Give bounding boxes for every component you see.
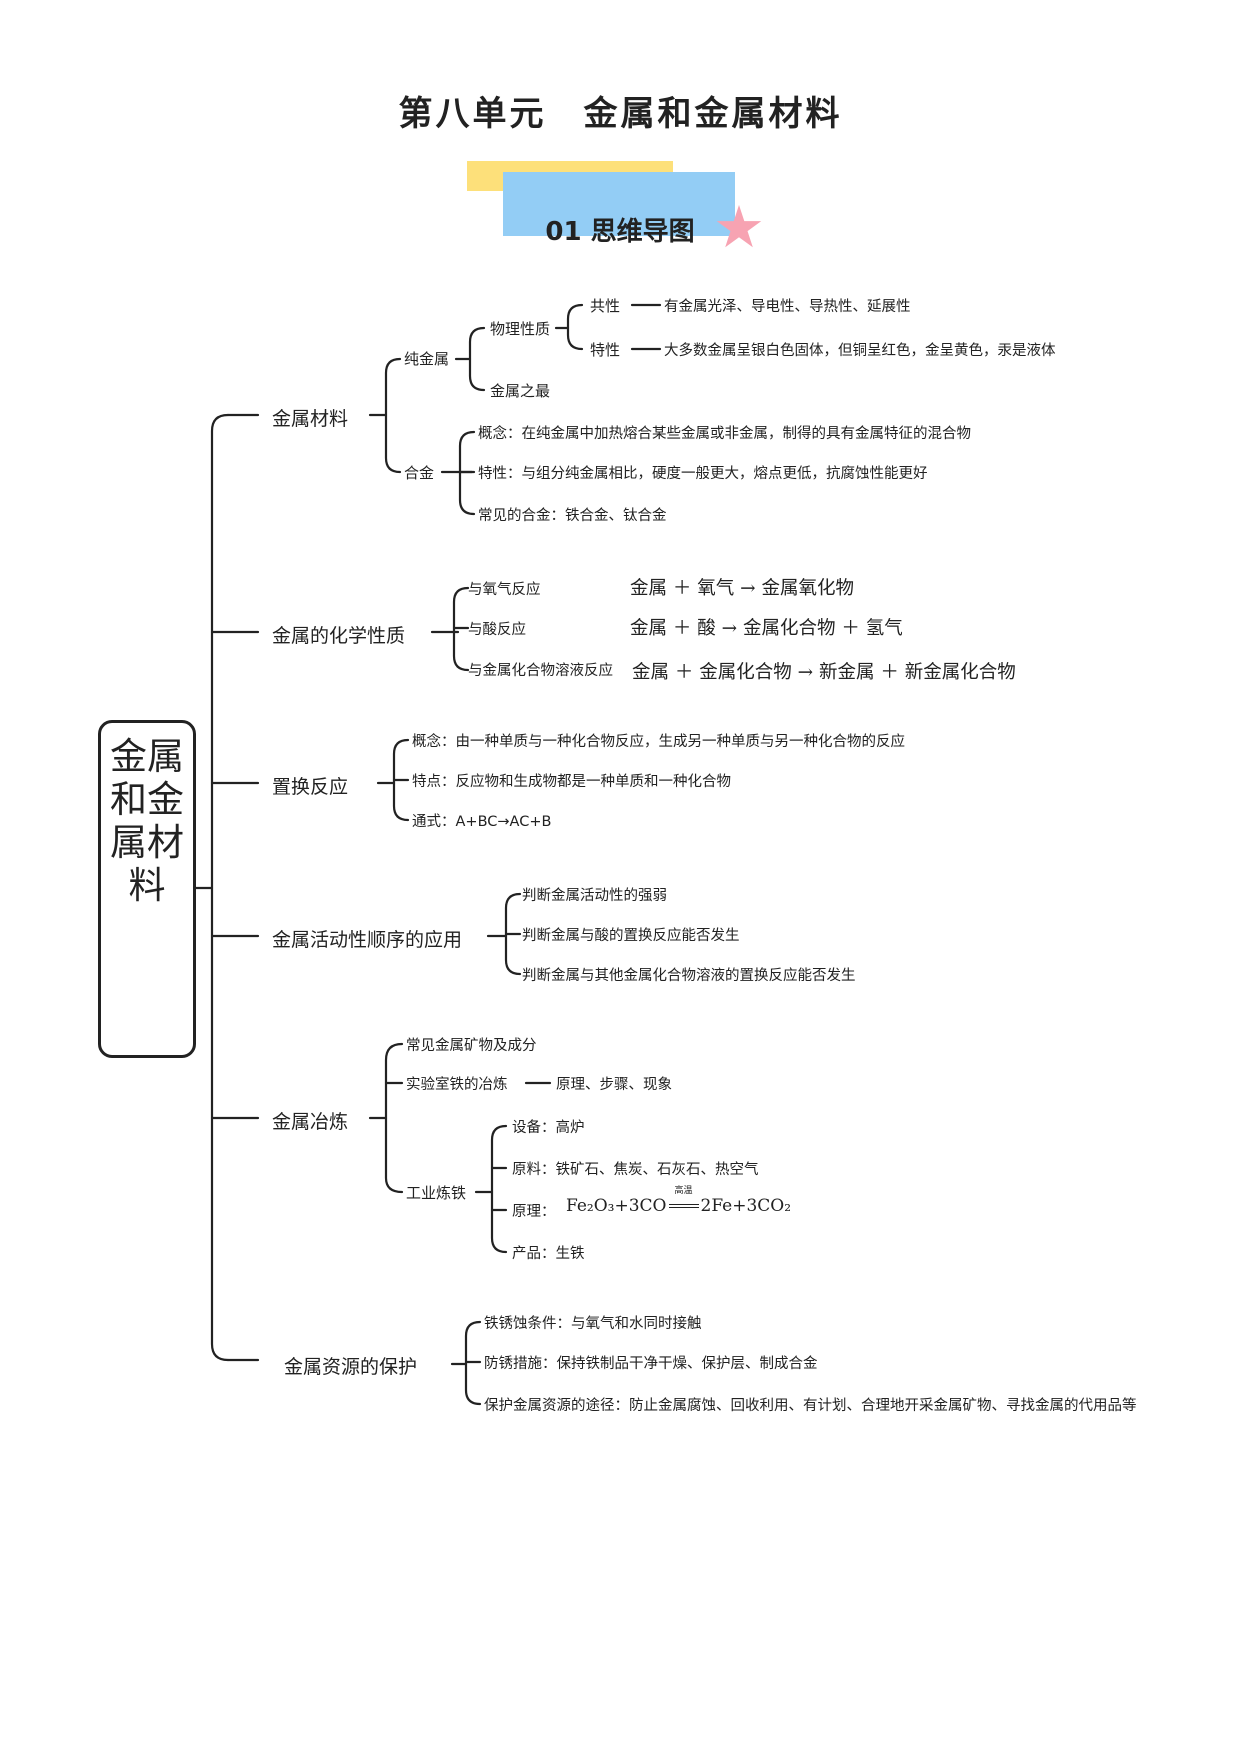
text-replacement-formula: 通式：A+BC→AC+B — [412, 814, 552, 830]
node-physical-property: 物理性质 — [490, 320, 551, 338]
text-industrial-equipment: 设备：高炉 — [512, 1120, 585, 1136]
text-activity-item-3: 判断金属与其他金属化合物溶液的置换反应能否发生 — [522, 968, 856, 984]
text-replacement-concept: 概念：由一种单质与一种化合物反应，生成另一种单质与另一种化合物的反应 — [412, 734, 905, 750]
equation-products: 2Fe+3CO₂ — [700, 1196, 792, 1216]
branch-chemical-property: 金属的化学性质 — [272, 625, 406, 647]
node-industrial-iron: 工业炼铁 — [406, 1184, 467, 1202]
text-rust-condition: 铁锈蚀条件：与氧气和水同时接触 — [484, 1316, 702, 1332]
text-industrial-materials: 原料：铁矿石、焦炭、石灰石、热空气 — [512, 1162, 759, 1178]
equation-oxygen: 金属 ＋ 氧气 → 金属氧化物 — [630, 578, 855, 599]
star-icon: ★ — [713, 193, 765, 261]
text-alloy-common: 常见的合金：铁合金、钛合金 — [478, 508, 667, 524]
text-protection-ways: 保护金属资源的途径：防止金属腐蚀、回收利用、有计划、合理地开采金属矿物、寻找金属… — [484, 1398, 1137, 1414]
node-metal-most: 金属之最 — [490, 382, 551, 400]
text-special-property: 大多数金属呈银白色固体，但铜呈红色，金呈黄色，汞是液体 — [664, 343, 1056, 359]
node-special-property: 特性 — [590, 341, 621, 359]
equation-salt: 金属 ＋ 金属化合物 → 新金属 ＋ 新金属化合物 — [632, 662, 1016, 683]
equation-iron-smelting: Fe₂O₃+3CO 高温 2Fe+3CO₂ — [566, 1186, 792, 1216]
branch-metal-materials: 金属材料 — [272, 408, 349, 430]
branch-metal-smelting: 金属冶炼 — [272, 1111, 349, 1133]
page-title: 第八单元 金属和金属材料 — [398, 94, 843, 134]
text-industrial-principle-label: 原理： — [512, 1204, 556, 1220]
text-lab-iron-smelting: 原理、步骤、现象 — [556, 1077, 672, 1093]
text-rust-prevention: 防锈措施：保持铁制品干净干燥、保护层、制成合金 — [484, 1356, 818, 1372]
decor-blue-bar — [503, 172, 735, 236]
text-industrial-product: 产品：生铁 — [512, 1246, 585, 1262]
text-activity-item-2: 判断金属与酸的置换反应能否发生 — [522, 928, 740, 944]
branch-activity-series: 金属活动性顺序的应用 — [272, 929, 463, 951]
node-pure-metal: 纯金属 — [404, 350, 450, 368]
node-alloy: 合金 — [404, 464, 435, 482]
text-common-property: 有金属光泽、导电性、导热性、延展性 — [664, 299, 911, 315]
branch-resource-protection: 金属资源的保护 — [284, 1356, 418, 1378]
node-common-property: 共性 — [590, 297, 621, 315]
text-alloy-property: 特性：与组分纯金属相比，硬度一般更大，熔点更低，抗腐蚀性能更好 — [478, 466, 928, 482]
root-node: 金属和金属材料 — [98, 720, 196, 1058]
equation-acid: 金属 ＋ 酸 → 金属化合物 ＋ 氢气 — [630, 618, 903, 639]
node-lab-iron-smelting: 实验室铁的冶炼 — [406, 1077, 508, 1093]
equation-condition: 高温 — [674, 1186, 693, 1196]
node-oxygen-reaction: 与氧气反应 — [468, 582, 541, 598]
equation-reactants: Fe₂O₃+3CO — [566, 1196, 667, 1216]
node-salt-solution-reaction: 与金属化合物溶液反应 — [468, 663, 613, 679]
equation-condition-arrow: 高温 — [667, 1186, 701, 1216]
node-acid-reaction: 与酸反应 — [468, 622, 526, 638]
branch-replacement-reaction: 置换反应 — [272, 776, 349, 798]
root-label: 金属和金属材料 — [110, 735, 184, 907]
text-replacement-feature: 特点：反应物和生成物都是一种单质和一种化合物 — [412, 774, 731, 790]
node-common-minerals: 常见金属矿物及成分 — [406, 1038, 537, 1054]
text-alloy-concept: 概念：在纯金属中加热熔合某些金属或非金属，制得的具有金属特征的混合物 — [478, 426, 971, 442]
text-activity-item-1: 判断金属活动性的强弱 — [522, 888, 667, 904]
section-title: 01 思维导图 — [545, 217, 695, 247]
